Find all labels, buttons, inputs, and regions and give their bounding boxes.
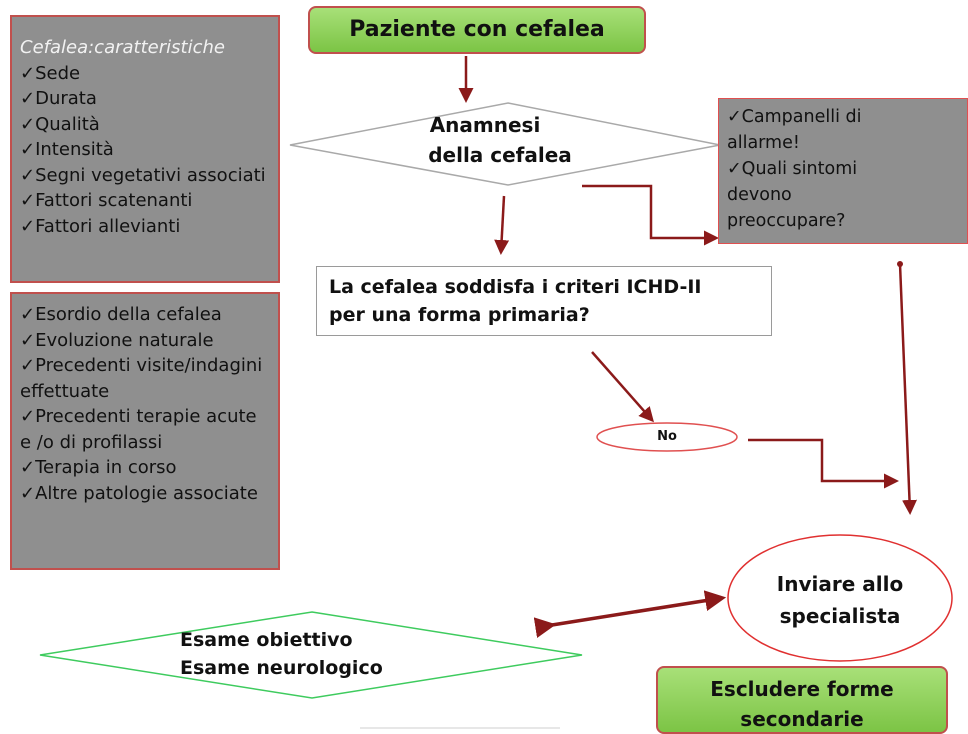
anamnesi-line1: Anamnesi — [429, 113, 541, 137]
characteristic-item: Sede — [20, 61, 270, 87]
history-item: Altre patologie associate — [20, 481, 270, 507]
characteristic-item: Segni vegetativi associati — [20, 163, 270, 189]
characteristic-item: Qualità — [20, 112, 270, 138]
no-text: No — [657, 429, 677, 444]
criteria-line2: per una forma primaria? — [329, 304, 590, 326]
history-box: Esordio della cefalea Evoluzione natural… — [10, 292, 280, 570]
specialist-line1: Inviare allo — [776, 572, 904, 596]
exam-line2: Esame neurologico — [180, 657, 383, 679]
characteristic-item: Durata — [20, 86, 270, 112]
anamnesi-line2: della cefalea — [428, 143, 572, 167]
start-box: Paziente con cefalea — [308, 6, 646, 54]
exclude-box: Escludere forme secondarie — [656, 666, 948, 734]
history-item: Precedenti visite/indagini effettuate — [20, 353, 270, 404]
exclude-line1: Escludere forme — [710, 677, 894, 701]
characteristic-item: Fattori scatenanti — [20, 188, 270, 214]
history-item: Evoluzione naturale — [20, 328, 270, 354]
alarm-box: Campanelli di allarme! Quali sintomi dev… — [718, 98, 968, 244]
characteristics-box: Cefalea:caratteristiche Sede Durata Qual… — [10, 15, 280, 283]
alarm-item: Quali sintomi devono preoccupare? — [727, 156, 895, 234]
arrow-no-to-right — [748, 438, 899, 489]
arrow-alarm-down-start-dot — [897, 261, 903, 267]
characteristic-item: Fattori allevianti — [20, 214, 270, 240]
exam-line1: Esame obiettivo — [180, 629, 353, 651]
characteristic-item: Intensità — [20, 137, 270, 163]
exam-text: Esame obiettivo Esame neurologico — [180, 626, 440, 682]
history-item: Terapia in corso — [20, 455, 270, 481]
arrow-anamnesi-to-alarm — [582, 184, 719, 246]
specialist-text: Inviare allo specialista — [748, 568, 932, 632]
history-item: Precedenti terapie acute e /o di profila… — [20, 404, 270, 455]
specialist-ellipse — [727, 534, 953, 662]
history-item: Esordio della cefalea — [20, 302, 270, 328]
arrow-criteria-to-no — [591, 351, 654, 423]
characteristics-heading: Cefalea:caratteristiche — [20, 37, 225, 58]
start-label: Paziente con cefalea — [349, 17, 605, 42]
exam-diamond — [39, 611, 583, 699]
anamnesi-diamond — [289, 102, 721, 186]
criteria-box: La cefalea soddisfa i criteri ICHD-II pe… — [316, 266, 772, 336]
no-label: No — [597, 428, 737, 446]
no-ellipse — [596, 422, 738, 452]
specialist-line2: specialista — [779, 604, 901, 628]
criteria-line1: La cefalea soddisfa i criteri ICHD-II — [329, 276, 702, 298]
arrow-exam-specialist — [533, 590, 727, 639]
anamnesi-text: Anamnesi della cefalea — [400, 110, 600, 170]
exclude-line2: secondarie — [740, 707, 864, 731]
arrow-alarm-down — [898, 263, 918, 515]
arrow-anamnesi-to-criteria — [494, 195, 510, 255]
alarm-item: Campanelli di allarme! — [727, 104, 895, 156]
